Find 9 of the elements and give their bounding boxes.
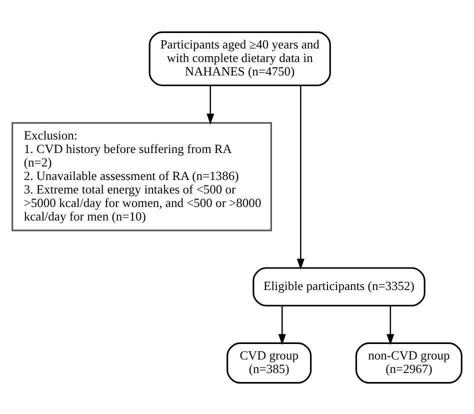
node-box: non-CVD group (n=2967) xyxy=(355,342,462,384)
node-box: Eligible participants (n=3352) xyxy=(252,266,426,306)
node-box: Participants aged ≥40 years and with complete dietary data in NAHANES (n=4750) xyxy=(148,30,331,86)
arrow xyxy=(296,85,304,270)
node-box: Exclusion: 1. CVD history before suffering from RA (n=2) 2. Unavailable assessment of RA (n=1386) 3. Extreme total energy intakes of <500 or >5000 kcal/day for women, and <500 or >8000 kcal/day for men (n=10) xyxy=(12,122,272,231)
node-box: CVD group (n=385) xyxy=(226,342,312,384)
arrow xyxy=(278,305,286,344)
arrow xyxy=(386,305,394,344)
arrow xyxy=(206,85,214,124)
